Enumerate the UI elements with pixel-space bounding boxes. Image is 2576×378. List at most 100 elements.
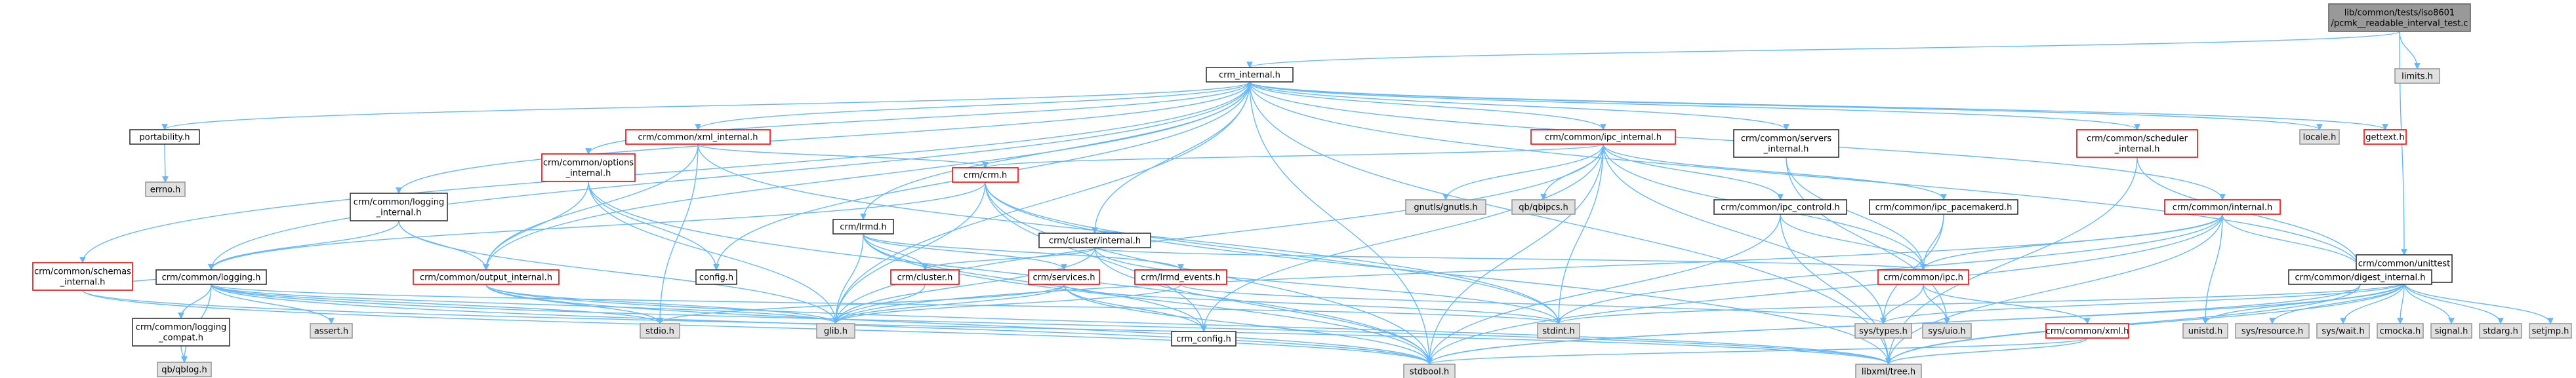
node-box bbox=[890, 269, 960, 285]
node-box bbox=[1733, 129, 1839, 158]
node-box bbox=[310, 323, 353, 339]
node-schemas-internal[interactable]: crm/common/schemas_internal.h bbox=[32, 262, 133, 291]
edge-ipc_internal-to-stdint bbox=[1555, 143, 1604, 324]
node-gettext[interactable]: gettext.h bbox=[2363, 129, 2407, 145]
node-label: crm/common/options bbox=[543, 159, 634, 168]
node-label: crm/lrmd_events.h bbox=[1141, 273, 1221, 283]
node-ipc-h[interactable]: crm/common/ipc.h bbox=[1877, 269, 1969, 285]
node-logging-compat[interactable]: crm/common/logging_compat.h bbox=[132, 318, 230, 347]
node-locale[interactable]: locale.h bbox=[2299, 129, 2340, 145]
node-cluster-internal[interactable]: crm/cluster/internal.h bbox=[1038, 233, 1151, 248]
node-label: crm/common/logging bbox=[136, 323, 226, 333]
edge-crm_h-to-libxml bbox=[985, 181, 1892, 365]
node-ipc-pacemakerd[interactable]: crm/common/ipc_pacemakerd.h bbox=[1869, 199, 2018, 215]
node-sysuio[interactable]: sys/uio.h bbox=[1922, 323, 1972, 339]
node-label: portability.h bbox=[139, 133, 190, 143]
node-syswait[interactable]: sys/wait.h bbox=[2316, 323, 2370, 339]
edge-ipc_internal-to-glib bbox=[832, 143, 1604, 324]
node-box bbox=[2316, 323, 2370, 339]
node-box bbox=[952, 167, 1019, 183]
node-label: crm/common/xml_internal.h bbox=[638, 133, 758, 143]
node-config[interactable]: config.h bbox=[695, 269, 737, 285]
node-limits[interactable]: limits.h bbox=[2394, 68, 2440, 84]
node-label: stdbool.h bbox=[1410, 368, 1449, 377]
node-gnutls[interactable]: gnutls/gnutls.h bbox=[1405, 199, 1486, 215]
node-common-internal[interactable]: crm/common/internal.h bbox=[2164, 199, 2281, 215]
node-ipc-internal[interactable]: crm/common/ipc_internal.h bbox=[1530, 129, 1676, 145]
edge-ipc_controld-to-ipc_h bbox=[1780, 214, 1927, 271]
edge-xml_internal-to-crm_h bbox=[697, 143, 989, 168]
node-stdbool[interactable]: stdbool.h bbox=[1403, 364, 1456, 378]
edge-crm_internal-to-ipc_internal bbox=[1249, 81, 1606, 130]
edge-crm_internal-to-scheduler_internal bbox=[1249, 81, 2140, 130]
node-label: crm/common/logging.h bbox=[162, 273, 261, 283]
edge-crm_internal-to-xml_internal bbox=[695, 81, 1250, 130]
node-systypes[interactable]: sys/types.h bbox=[1854, 323, 1912, 339]
node-label: signal.h bbox=[2435, 327, 2468, 337]
node-qbipcs[interactable]: qb/qbipcs.h bbox=[1511, 199, 1576, 215]
node-servers-internal[interactable]: crm/common/servers_internal.h bbox=[1733, 129, 1839, 158]
edge-ipc_internal-to-crm_h bbox=[982, 143, 1604, 168]
node-box bbox=[541, 153, 636, 182]
node-signal[interactable]: signal.h bbox=[2430, 323, 2472, 339]
edge-logging_h-to-stdint bbox=[211, 284, 1562, 324]
node-unistd[interactable]: unistd.h bbox=[2182, 323, 2228, 339]
node-glib[interactable]: glib.h bbox=[816, 323, 855, 339]
node-options-internal[interactable]: crm/common/options_internal.h bbox=[541, 153, 636, 182]
node-label: locale.h bbox=[2303, 133, 2337, 143]
node-lrmd[interactable]: crm/lrmd.h bbox=[832, 219, 894, 235]
node-label: crm/crm.h bbox=[964, 171, 1008, 181]
edge-crm_internal-to-logging_internal bbox=[396, 81, 1250, 194]
edge-unittest_internal-to-libxml bbox=[1885, 282, 2405, 365]
edge-ipc_controld-to-stdbool bbox=[1426, 214, 1781, 365]
edge-servers_internal-to-sysuio bbox=[1786, 157, 1950, 324]
node-scheduler-internal[interactable]: crm/common/scheduler_internal.h bbox=[2076, 129, 2198, 158]
node-errno[interactable]: errno.h bbox=[145, 181, 186, 197]
node-cluster-h[interactable]: crm/cluster.h bbox=[890, 269, 960, 285]
node-label: sys/resource.h bbox=[2241, 327, 2303, 337]
node-label: crm/common/scheduler bbox=[2087, 134, 2188, 144]
node-lrmd-events[interactable]: crm/lrmd_events.h bbox=[1134, 269, 1227, 285]
node-services[interactable]: crm/services.h bbox=[1028, 269, 1100, 285]
node-assert[interactable]: assert.h bbox=[310, 323, 353, 339]
edge-logging_internal-to-logging_h bbox=[208, 220, 399, 271]
edge-unittest_internal-to-systypes bbox=[1880, 282, 2405, 324]
edge-common_internal-to-glib bbox=[832, 214, 2223, 324]
node-logging-h[interactable]: crm/common/logging.h bbox=[155, 269, 267, 285]
node-output-internal[interactable]: crm/common/output_internal.h bbox=[413, 269, 560, 285]
node-box bbox=[1537, 323, 1580, 339]
node-portability[interactable]: portability.h bbox=[129, 129, 200, 145]
edge-logging_h-to-logging_compat bbox=[178, 284, 212, 319]
node-box bbox=[32, 262, 133, 291]
node-layer: lib/common/tests/iso8601/pcmk__readable_… bbox=[32, 3, 2572, 378]
node-logging-internal[interactable]: crm/common/logging_internal.h bbox=[350, 193, 448, 221]
node-setjmp[interactable]: setjmp.h bbox=[2529, 323, 2572, 339]
edge-crm_internal-to-output_internal bbox=[483, 81, 1250, 271]
node-crm-config[interactable]: crm_config.h bbox=[1171, 331, 1237, 347]
node-stdio[interactable]: stdio.h bbox=[640, 323, 680, 339]
node-label: /pcmk__readable_interval_test.c bbox=[2331, 19, 2468, 29]
edge-unittest_internal-to-stdint bbox=[1555, 282, 2405, 324]
node-xml-h[interactable]: crm/common/xml.h bbox=[2045, 323, 2129, 339]
edge-lrmd_events-to-glib bbox=[832, 284, 1181, 324]
node-label: stdint.h bbox=[1542, 327, 1574, 337]
node-crm-h[interactable]: crm/crm.h bbox=[952, 167, 1019, 183]
node-box bbox=[2182, 323, 2228, 339]
node-sysresource[interactable]: sys/resource.h bbox=[2235, 323, 2310, 339]
node-ipc-controld[interactable]: crm/common/ipc_controld.h bbox=[1713, 199, 1847, 215]
node-cmocka[interactable]: cmocka.h bbox=[2377, 323, 2424, 339]
node-stdarg[interactable]: stdarg.h bbox=[2479, 323, 2522, 339]
node-xml-internal[interactable]: crm/common/xml_internal.h bbox=[625, 129, 771, 145]
node-label: gnutls/gnutls.h bbox=[1414, 203, 1477, 213]
node-qblog[interactable]: qb/qblog.h bbox=[157, 362, 212, 377]
node-crm-internal[interactable]: crm_internal.h bbox=[1206, 67, 1294, 83]
edge-crm_h-to-logging_h bbox=[208, 181, 986, 271]
node-stdint[interactable]: stdint.h bbox=[1537, 323, 1580, 339]
node-label: _internal.h bbox=[60, 278, 106, 288]
node-label: crm/services.h bbox=[1032, 273, 1095, 283]
node-libxml[interactable]: libxml/tree.h bbox=[1855, 364, 1922, 378]
node-box bbox=[1869, 199, 2018, 215]
node-box bbox=[625, 129, 771, 145]
node-digest-internal[interactable]: crm/common/digest_internal.h bbox=[2288, 269, 2432, 285]
